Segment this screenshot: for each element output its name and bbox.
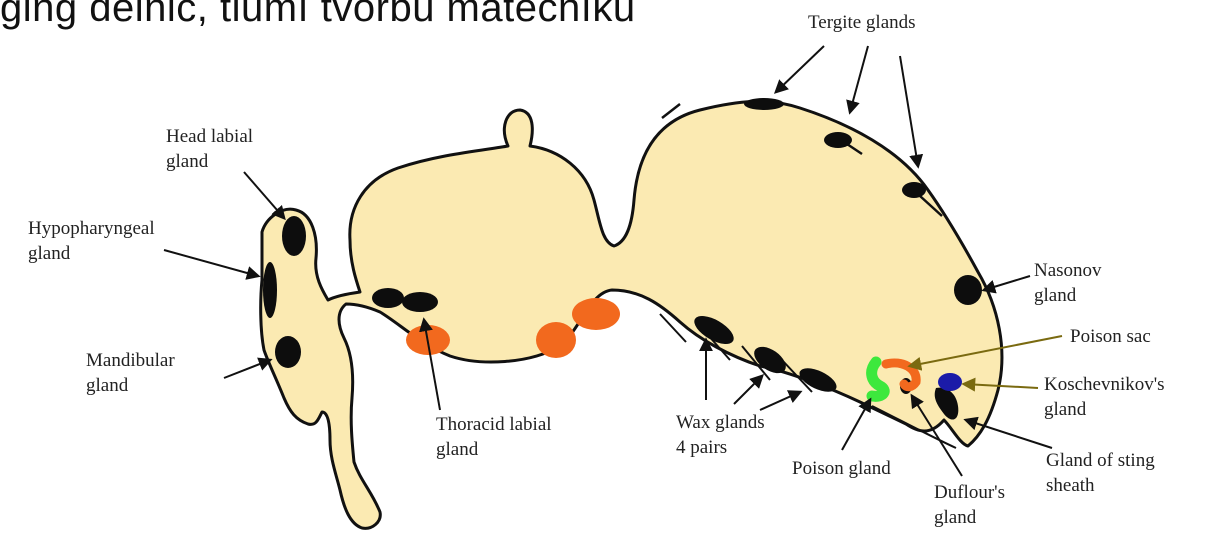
- mandibular-gland: [275, 336, 301, 368]
- pointer-poison-gland: [842, 400, 870, 450]
- label-koschevnikov-gland: Koschevnikov's gland: [1044, 372, 1165, 422]
- label-mandibular-gland: Mandibular gland: [86, 348, 175, 398]
- hypopharyngeal-gland: [263, 262, 277, 318]
- label-poison-gland: Poison gland: [792, 456, 891, 481]
- label-wax-glands: Wax glands 4 pairs: [676, 410, 765, 460]
- thoracid-orange-3: [572, 298, 620, 330]
- pointer-tergite-1: [776, 46, 824, 92]
- pointer-tergite-2: [850, 46, 868, 112]
- pointer-tergite-3: [900, 56, 918, 166]
- tergite-gland-1: [744, 98, 784, 110]
- tergite-gland-3: [902, 182, 926, 198]
- label-duflour-gland: Duflour's gland: [934, 480, 1005, 530]
- label-nasonov-gland: Nasonov gland: [1034, 258, 1102, 308]
- pointer-mandibular: [224, 360, 270, 378]
- thoracid-labial-gland-1: [372, 288, 404, 308]
- label-poison-sac: Poison sac: [1070, 324, 1151, 349]
- thoracid-orange-2: [536, 322, 576, 358]
- pointer-wax-2: [734, 376, 762, 404]
- nasonov-gland: [954, 275, 982, 305]
- label-thoracid-labial-gland: Thoracid labial gland: [436, 412, 552, 462]
- pointer-wax-3: [760, 392, 800, 410]
- label-head-labial-gland: Head labial gland: [166, 124, 253, 174]
- label-tergite-glands: Tergite glands: [808, 10, 916, 35]
- koschevnikov-gland-shape: [938, 373, 962, 391]
- tergite-gland-2: [824, 132, 852, 148]
- thoracid-labial-gland-2: [402, 292, 438, 312]
- pointer-nasonov: [984, 276, 1030, 290]
- pointer-head-labial: [244, 172, 284, 218]
- head-labial-gland: [282, 216, 306, 256]
- label-gland-of-sting-sheath: Gland of sting sheath: [1046, 448, 1155, 498]
- label-hypopharyngeal-gland: Hypopharyngeal gland: [28, 216, 155, 266]
- pointer-hypopharyngeal: [164, 250, 258, 276]
